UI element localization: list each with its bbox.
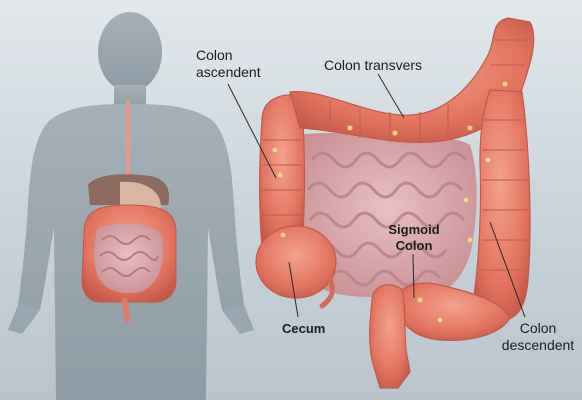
leader-line-colon-transvers (377, 73, 405, 119)
label-colon-descendent-line1: Colon (519, 320, 557, 336)
label-sigmoid-colon-line1: Sigmoid (388, 222, 440, 237)
leader-lines (227, 73, 526, 318)
body-digestive-organs (81, 100, 177, 323)
leader-line-colon-ascendent (227, 83, 277, 179)
label-colon-descendent: Colon descendent (497, 320, 579, 354)
label-sigmoid-colon-line2: Colon (395, 238, 433, 253)
label-colon-transvers: Colon transvers (324, 57, 423, 73)
label-colon-ascendent: Colon ascendent (196, 47, 261, 81)
label-colon-descendent-line2: descendent (501, 337, 575, 353)
leader-line-sigmoid-colon (412, 253, 415, 299)
large-colon (255, 17, 535, 389)
label-colon-ascendent-line1: Colon (196, 47, 233, 63)
leader-line-colon-descendent (489, 221, 526, 318)
leader-line-cecum (288, 261, 299, 318)
label-sigmoid-colon: Sigmoid Colon (386, 222, 442, 254)
label-cecum: Cecum (282, 321, 326, 336)
label-colon-ascendent-line2: ascendent (196, 64, 261, 80)
